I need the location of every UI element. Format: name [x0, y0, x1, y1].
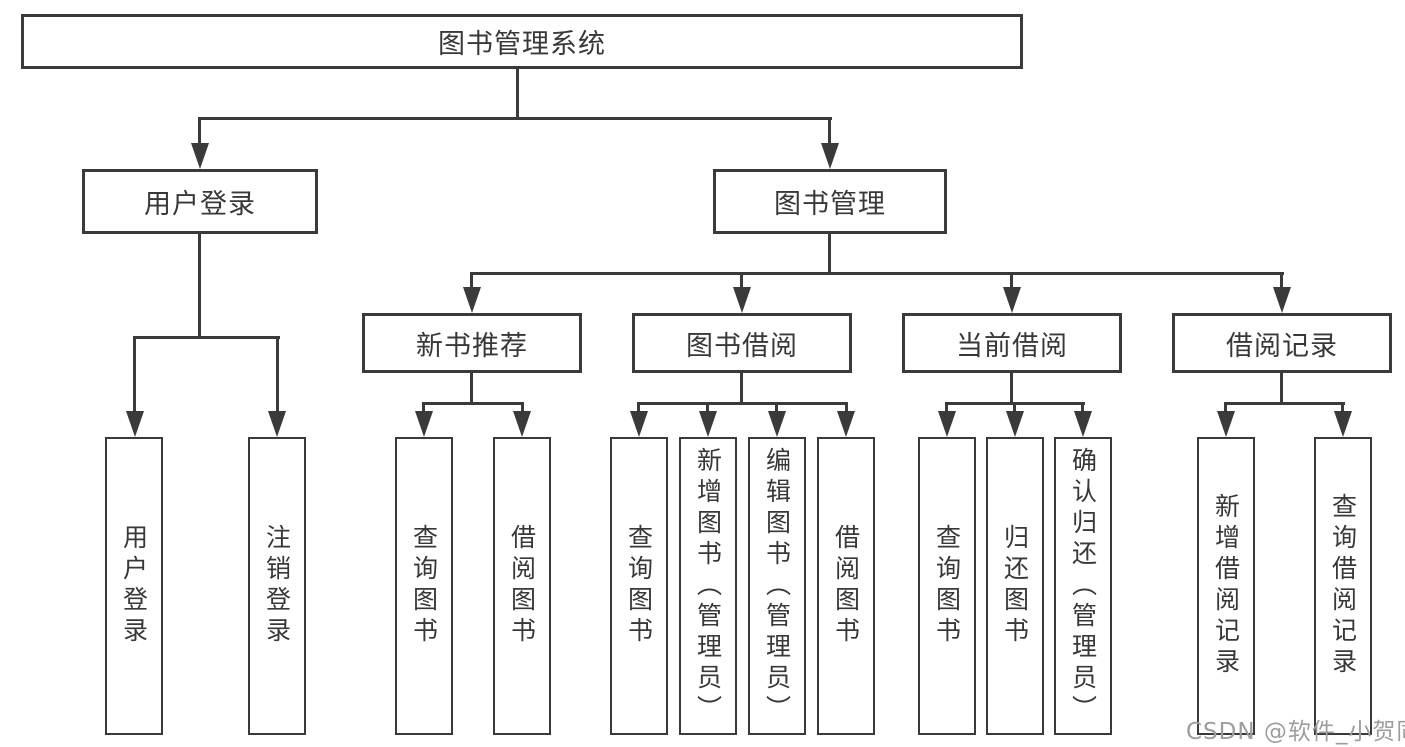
arrowhead [1003, 287, 1021, 313]
arrowhead [938, 411, 956, 437]
leaf-borrow-book: 借阅图书 [817, 437, 875, 735]
connector-root-user-drop [198, 117, 201, 145]
arrowhead [415, 411, 433, 437]
connector-current-drop-1 [945, 402, 948, 413]
connector-mgmt-hline [470, 272, 1284, 275]
connector-records-drop-2 [1341, 402, 1344, 413]
leaf-logout: 注销登录 [248, 437, 306, 735]
connector-user-vline [198, 234, 201, 338]
connector-borrow-drop-4 [845, 402, 848, 413]
leaf-borrow-edit-admin-label: 编辑图书（管理员） [762, 446, 792, 726]
node-borrow-records: 借阅记录 [1172, 313, 1392, 373]
arrowhead [126, 411, 144, 437]
connector-user-hline [133, 336, 280, 339]
leaf-records-query-label: 查询借阅记录 [1328, 493, 1358, 679]
node-user-login: 用户登录 [82, 169, 318, 234]
node-user-login-label: 用户登录 [144, 189, 256, 220]
node-book-management: 图书管理 [713, 169, 947, 234]
arrowhead [1217, 411, 1235, 437]
leaf-borrow-add-admin: 新增图书（管理员） [679, 437, 737, 735]
connector-borrow-vline [740, 373, 743, 404]
connector-records-vline [1280, 373, 1283, 404]
arrowhead [768, 411, 786, 437]
connector-mgmt-drop-2 [740, 272, 743, 289]
leaf-logout-label: 注销登录 [262, 524, 292, 648]
leaf-current-return-label: 归还图书 [1000, 524, 1030, 648]
connector-user-leaf2-drop [276, 336, 279, 413]
leaf-current-confirm-admin: 确认归还（管理员） [1054, 437, 1112, 735]
node-borrow-records-label: 借阅记录 [1226, 330, 1338, 362]
leaf-borrow-add-admin-label: 新增图书（管理员） [693, 446, 723, 726]
leaf-records-add-label: 新增借阅记录 [1211, 493, 1241, 679]
leaf-newbook-borrow: 借阅图书 [493, 437, 551, 735]
arrowhead [630, 411, 648, 437]
arrowhead [463, 287, 481, 313]
leaf-current-confirm-admin-label: 确认归还（管理员） [1068, 446, 1098, 726]
connector-borrow-drop-2 [706, 402, 709, 413]
connector-user-leaf1-drop [133, 336, 136, 413]
leaf-records-add: 新增借阅记录 [1197, 437, 1255, 735]
arrowhead [1334, 411, 1352, 437]
connector-borrow-drop-3 [775, 402, 778, 413]
connector-newbook-hline [422, 402, 524, 405]
connector-root-mgmt-drop [828, 117, 831, 145]
leaf-current-return: 归还图书 [986, 437, 1044, 735]
connector-mgmt-vline [828, 234, 831, 275]
connector-newbook-drop-1 [422, 402, 425, 413]
node-root-label: 图书管理系统 [438, 29, 606, 60]
arrowhead [1074, 411, 1092, 437]
leaf-records-query: 查询借阅记录 [1314, 437, 1372, 735]
node-root-library-system: 图书管理系统 [21, 14, 1023, 69]
node-current-borrow-label: 当前借阅 [956, 330, 1068, 362]
connector-newbook-drop-2 [521, 402, 524, 413]
arrowhead [268, 411, 286, 437]
leaf-borrow-book-label: 借阅图书 [831, 524, 861, 648]
arrowhead [821, 143, 839, 169]
connector-borrow-drop-1 [637, 402, 640, 413]
node-new-book-recommend: 新书推荐 [362, 313, 582, 373]
node-book-borrow-label: 图书借阅 [686, 330, 798, 362]
arrowhead [837, 411, 855, 437]
arrowhead [191, 143, 209, 169]
connector-borrow-hline [637, 402, 848, 405]
connector-mgmt-drop-4 [1280, 272, 1283, 289]
node-current-borrow: 当前借阅 [902, 313, 1122, 373]
arrowhead [513, 411, 531, 437]
node-book-borrow: 图书借阅 [632, 313, 852, 373]
leaf-current-query: 查询图书 [918, 437, 976, 735]
connector-current-drop-3 [1081, 402, 1084, 413]
node-new-book-recommend-label: 新书推荐 [416, 330, 528, 362]
connector-current-drop-2 [1013, 402, 1016, 413]
arrowhead [733, 287, 751, 313]
leaf-borrow-query-label: 查询图书 [624, 524, 654, 648]
leaf-newbook-query: 查询图书 [395, 437, 453, 735]
connector-newbook-vline [470, 373, 473, 404]
node-book-management-label: 图书管理 [774, 189, 886, 220]
leaf-current-query-label: 查询图书 [932, 524, 962, 648]
connector-root-vline [516, 69, 519, 118]
leaf-borrow-edit-admin: 编辑图书（管理员） [748, 437, 806, 735]
leaf-user-login: 用户登录 [105, 437, 163, 735]
leaf-newbook-query-label: 查询图书 [409, 524, 439, 648]
connector-mgmt-drop-3 [1010, 272, 1013, 289]
leaf-user-login-label: 用户登录 [119, 524, 149, 648]
leaf-borrow-query: 查询图书 [610, 437, 668, 735]
csdn-watermark: CSDN @软件_小贺同学 [1186, 719, 1405, 745]
arrowhead [699, 411, 717, 437]
connector-root-hline [198, 117, 832, 120]
leaf-newbook-borrow-label: 借阅图书 [507, 524, 537, 648]
arrowhead [1273, 287, 1291, 313]
arrowhead [1006, 411, 1024, 437]
connector-records-hline [1224, 402, 1345, 405]
connector-records-drop-1 [1224, 402, 1227, 413]
connector-mgmt-drop-1 [470, 272, 473, 289]
connector-current-vline [1010, 373, 1013, 404]
